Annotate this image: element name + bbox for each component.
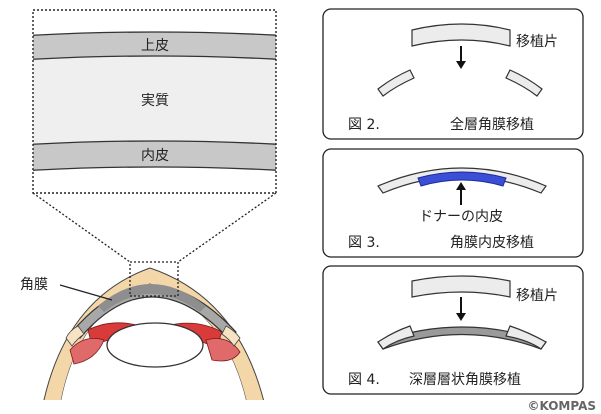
host-cornea-right: [505, 69, 543, 97]
host-cornea-left: [377, 325, 415, 350]
endothelium-layer: [33, 140, 276, 171]
donor-endothelium: [417, 171, 507, 187]
stroma-layer: [33, 44, 276, 158]
donor-label: ドナーの内皮: [419, 209, 503, 225]
figure-number: 図 4.: [348, 372, 380, 388]
graft-label: 移植片: [516, 34, 558, 50]
epithelium-layer: [33, 31, 276, 60]
zoom-projection-lines: [32, 192, 277, 263]
copyright-text: ©KOMPAS: [527, 399, 596, 413]
figure-3-panel: ドナーの内皮 図 3. 角膜内皮移植: [322, 148, 584, 258]
host-cornea-left: [377, 69, 415, 97]
graft-piece: [411, 275, 511, 298]
eye-cross-section: [43, 267, 264, 400]
host-cornea-right: [505, 325, 547, 350]
lens: [106, 322, 204, 368]
graft-label: 移植片: [516, 288, 558, 304]
graft-piece: [411, 23, 511, 47]
stroma-label: 実質: [141, 93, 169, 109]
figure-number: 図 3.: [348, 235, 380, 251]
figure-title: 角膜内皮移植: [450, 235, 534, 251]
figure-4-panel: 移植片 図 4. 深層層状角膜移植: [322, 265, 584, 395]
figure-number: 図 2.: [348, 117, 380, 133]
cornea-layers-zoom: 上皮 実質 内皮: [32, 9, 277, 194]
endothelium-label: 内皮: [141, 148, 169, 164]
figure-title: 深層層状角膜移植: [409, 372, 521, 388]
cornea-label: 角膜: [20, 277, 48, 293]
zoom-frame: [32, 9, 277, 194]
cornea-zoom-region: [129, 261, 179, 297]
figure-title: 全層角膜移植: [450, 116, 534, 133]
epithelium-label: 上皮: [141, 38, 169, 54]
figure-2-panel: 移植片 図 2. 全層角膜移植: [322, 8, 584, 140]
cornea-leader-line: [59, 284, 113, 301]
